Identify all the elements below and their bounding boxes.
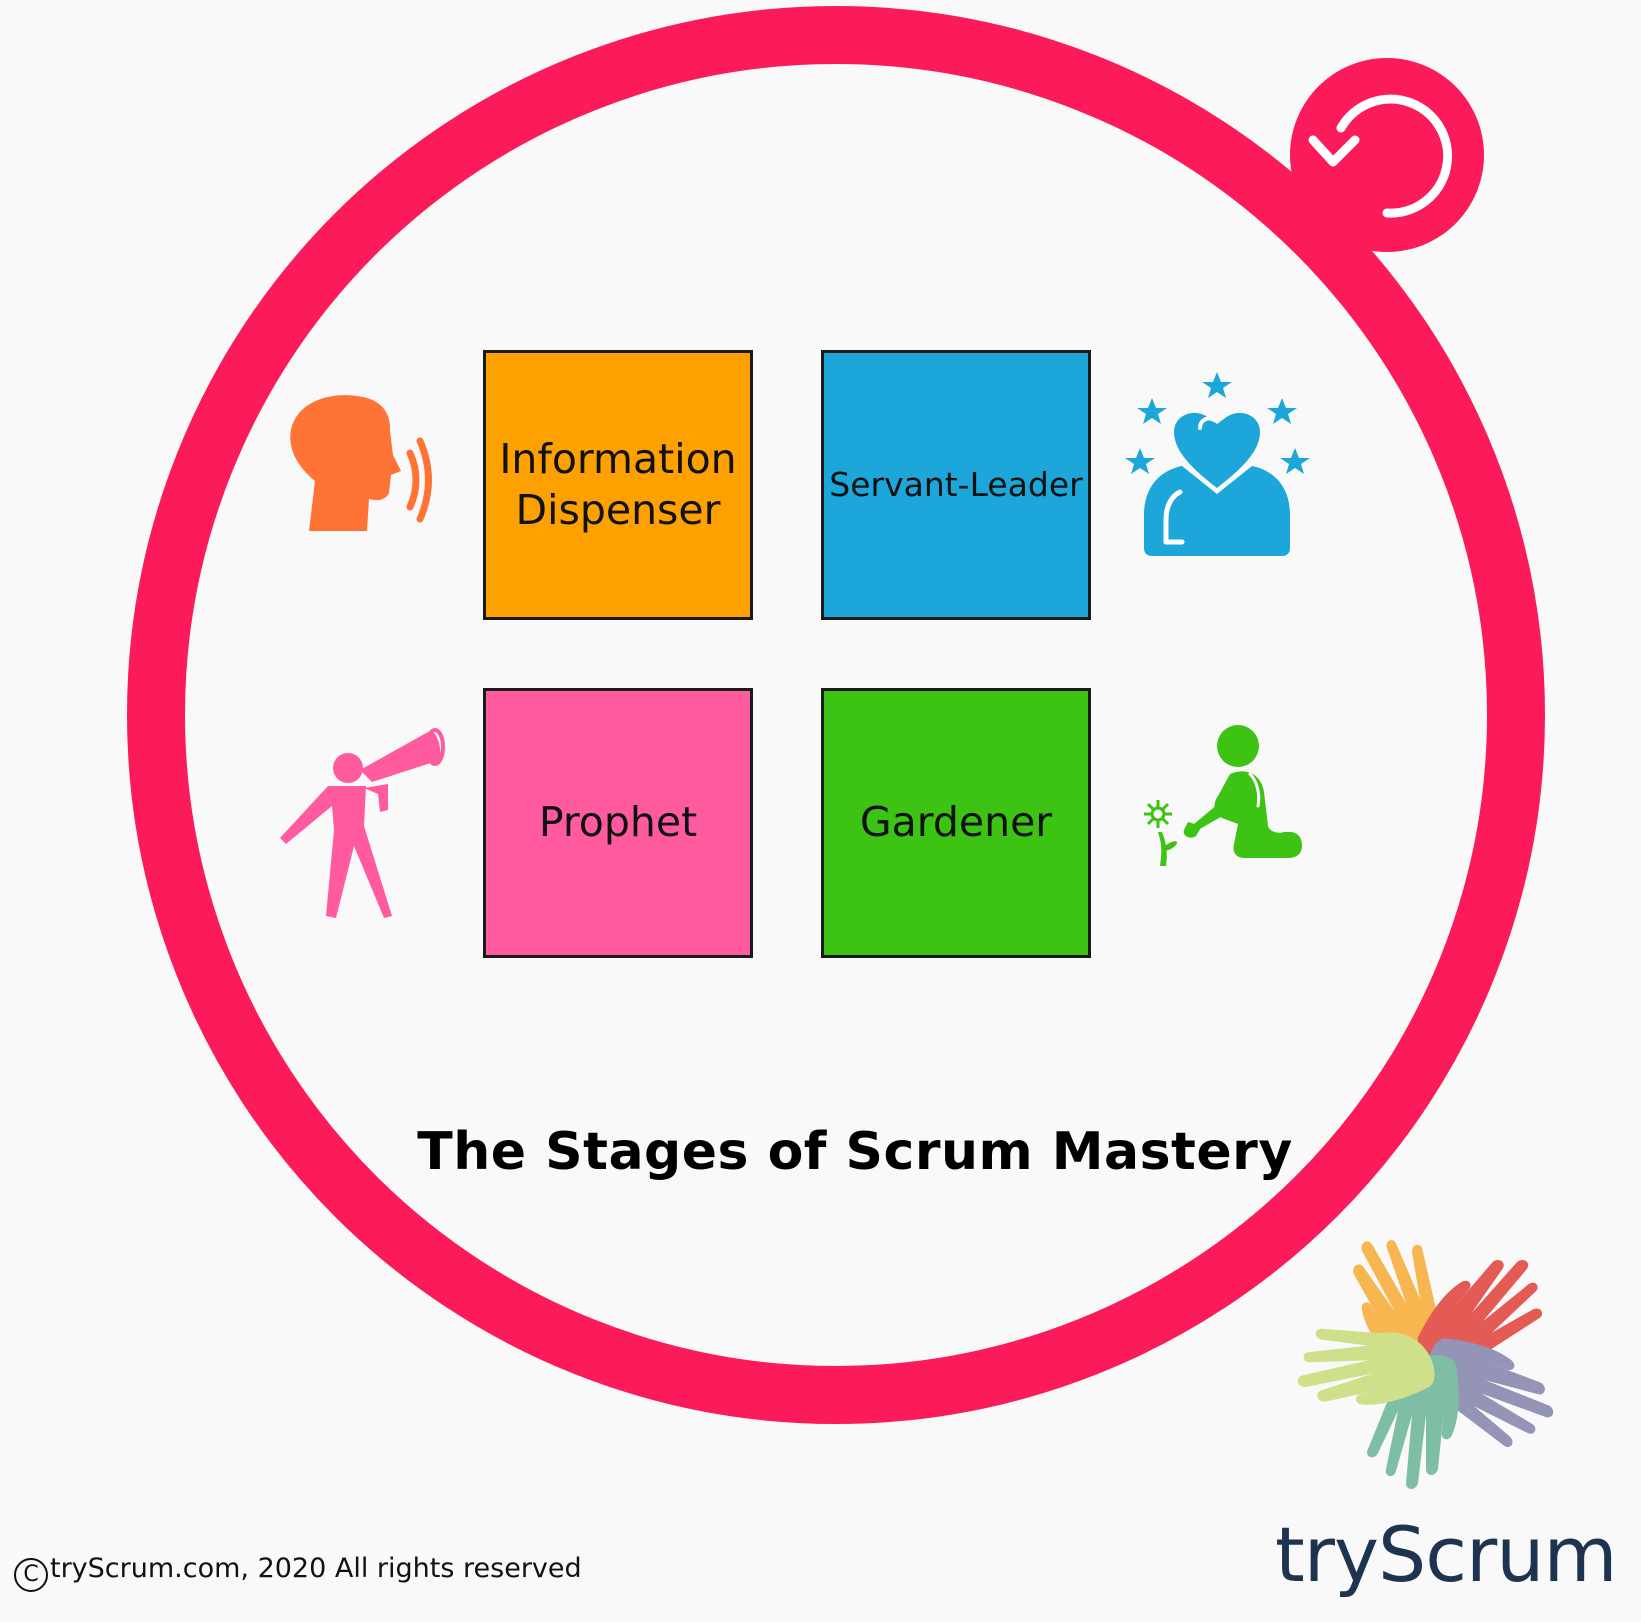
stage-gardener: Gardener <box>821 688 1091 958</box>
heart-person-stars-icon <box>1125 372 1310 556</box>
stage-label: Gardener <box>859 798 1053 847</box>
stage-label-line: Dispenser <box>515 486 721 534</box>
copyright-symbol: C <box>14 1558 48 1592</box>
hands-circle-logo <box>1285 1217 1566 1489</box>
copyright-text: tryScrum.com, 2020 All rights reserved <box>50 1553 582 1584</box>
page-title: The Stages of Scrum Mastery <box>417 1122 1293 1182</box>
stage-prophet: Prophet <box>483 688 753 958</box>
stage-label: Prophet <box>538 798 698 847</box>
speaking-head-icon <box>290 395 432 531</box>
megaphone-person-icon <box>280 728 445 918</box>
stage-information-dispenser: Information Dispenser <box>483 350 753 620</box>
stage-label-line: Information <box>499 434 737 483</box>
refresh-cycle-icon <box>1290 58 1484 252</box>
gardener-person-icon <box>1144 725 1302 866</box>
brand-name: tryScrum <box>1275 1510 1617 1599</box>
stage-label: Servant-Leader <box>829 465 1083 505</box>
cycle-ring-circle <box>127 6 1545 1424</box>
stage-servant-leader: Servant-Leader <box>821 350 1091 620</box>
